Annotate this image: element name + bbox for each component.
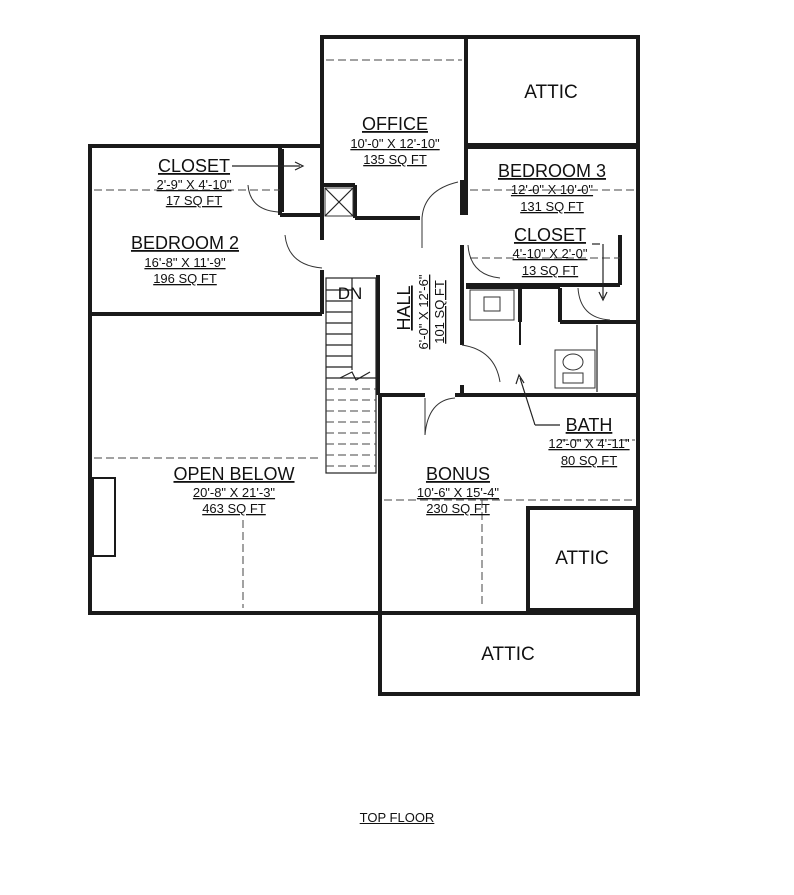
closet-2-area: 13 SQ FT — [522, 263, 578, 278]
bedroom-2-area: 196 SQ FT — [153, 271, 217, 286]
bedroom-3-area: 131 SQ FT — [520, 199, 584, 214]
room-hall: HALL — [394, 285, 414, 330]
room-hall-dims: 6'-0" X 12'-6" — [416, 274, 431, 349]
office-area: 135 SQ FT — [363, 152, 427, 167]
ceiling-lines — [94, 59, 635, 608]
bedroom-2-name: BEDROOM 2 — [131, 233, 239, 253]
leaders — [232, 161, 608, 426]
bath-name: BATH — [566, 415, 613, 435]
doors — [247, 181, 611, 436]
office-dims: 10'-0" X 12'-10" — [350, 136, 440, 151]
room-closet-1: CLOSET 2'-9" X 4'-10" 17 SQ FT — [157, 156, 232, 208]
room-bedroom-3: BEDROOM 3 12'-0" X 10'-0" 131 SQ FT — [498, 161, 606, 214]
open-below-name: OPEN BELOW — [173, 464, 294, 484]
room-bonus: BONUS 10'-6" X 15'-4" 230 SQ FT — [417, 464, 500, 516]
attic-top-label: ATTIC — [524, 82, 577, 103]
stairs-down-label: DN — [338, 284, 363, 303]
room-bath: BATH 12'-0" X 4'-11" 80 SQ FT — [548, 415, 630, 468]
closet-1-name: CLOSET — [158, 156, 230, 176]
closet-2-name: CLOSET — [514, 225, 586, 245]
bath-area: 80 SQ FT — [561, 453, 617, 468]
floor-caption: TOP FLOOR — [359, 810, 435, 825]
room-office: OFFICE 10'-0" X 12'-10" 135 SQ FT — [350, 114, 440, 167]
closet-1-area: 17 SQ FT — [166, 193, 222, 208]
fixtures — [92, 187, 598, 557]
bath-dims: 12'-0" X 4'-11" — [548, 436, 630, 451]
open-below-area: 463 SQ FT — [202, 501, 266, 516]
office-name: OFFICE — [362, 114, 428, 134]
bedroom-3-dims: 12'-0" X 10'-0" — [511, 182, 594, 197]
fireplace — [92, 477, 116, 557]
stairs — [325, 277, 377, 474]
room-closet-2: CLOSET 4'-10" X 2'-0" 13 SQ FT — [513, 225, 588, 278]
room-hall-area: 101 SQ FT — [432, 280, 447, 344]
hall-area: 101 SQ FT — [432, 280, 447, 344]
bonus-dims: 10'-6" X 15'-4" — [417, 485, 500, 500]
bonus-name: BONUS — [426, 464, 490, 484]
room-bedroom-2: BEDROOM 2 16'-8" X 11'-9" 196 SQ FT — [131, 233, 239, 286]
attic-labels: ATTIC ATTIC ATTIC — [481, 82, 608, 665]
room-open-below: OPEN BELOW 20'-8" X 21'-3" 463 SQ FT — [173, 464, 294, 516]
open-below-dims: 20'-8" X 21'-3" — [193, 485, 276, 500]
closet-1-dims: 2'-9" X 4'-10" — [157, 177, 232, 192]
bedroom-3-name: BEDROOM 3 — [498, 161, 606, 181]
bedroom-2-dims: 16'-8" X 11'-9" — [144, 255, 226, 270]
attic-right-label: ATTIC — [555, 548, 608, 569]
interior-walls — [90, 37, 638, 613]
closet-2-dims: 4'-10" X 2'-0" — [513, 246, 588, 261]
attic-bottom-label: ATTIC — [481, 644, 534, 665]
hall-name: HALL — [394, 285, 414, 330]
exterior-walls — [88, 35, 640, 696]
bonus-area: 230 SQ FT — [426, 501, 490, 516]
hall-dims: 6'-0" X 12'-6" — [416, 274, 431, 349]
